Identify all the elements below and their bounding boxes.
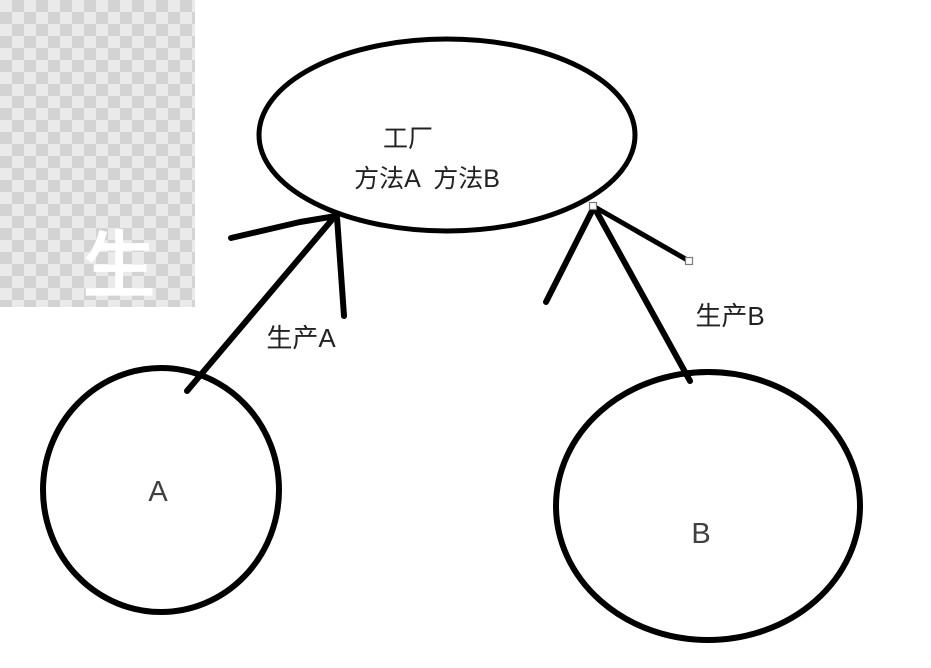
produce-a-edge-label[interactable]: 生产A [266,323,336,353]
product-b-label[interactable]: B [691,518,710,550]
selection-handle-start[interactable] [588,201,598,211]
factory-methods-label[interactable]: 方法A 方法B [354,165,500,193]
transparency-checkerboard [0,0,195,307]
product-b-circle[interactable] [553,369,863,643]
arrow-a-shaft[interactable] [184,212,339,394]
factory-ellipse[interactable] [256,36,638,234]
factory-title-label[interactable]: 工厂 [383,125,433,153]
arrow-a-head-down-wing[interactable] [334,214,347,319]
arrow-b-shaft[interactable] [591,204,693,384]
product-a-label[interactable]: A [148,476,168,508]
produce-b-edge-label[interactable]: 生产B [695,301,764,331]
arrow-a-head-left-wing[interactable] [228,213,339,241]
arrow-b-head-right-wing-selected[interactable] [590,203,692,264]
selection-handle-end[interactable] [684,256,694,266]
product-a-circle[interactable] [40,365,282,615]
ghost-white-glyph[interactable]: 生 [83,227,155,307]
arrow-b-head-left-wing[interactable] [543,204,597,305]
